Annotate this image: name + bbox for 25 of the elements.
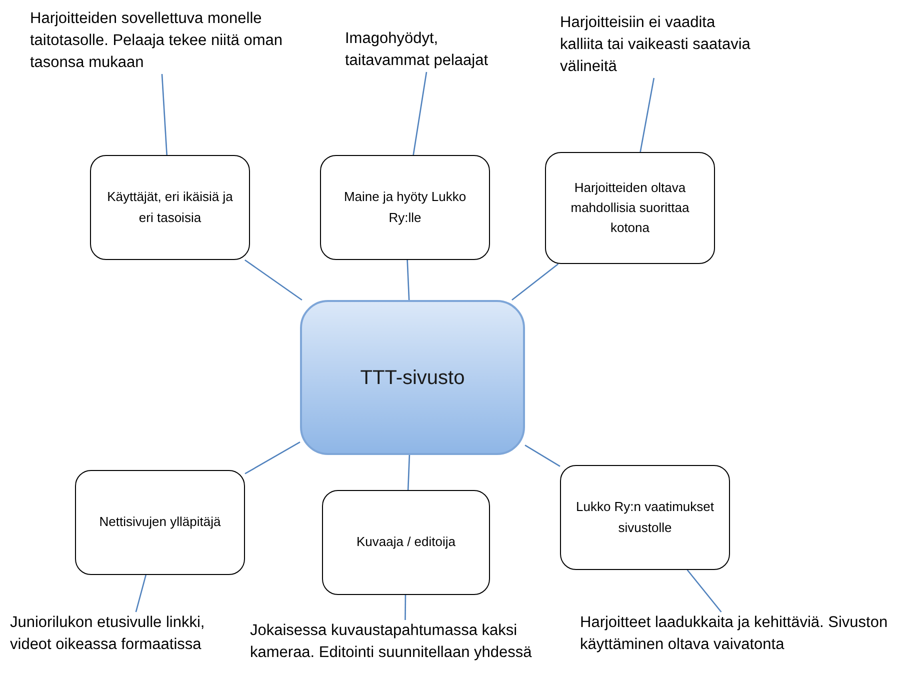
note-text: Harjoitteisiin ei vaadita kalliita tai vaikeasti saatavia välineitä — [560, 12, 760, 78]
connector-line — [524, 444, 560, 467]
connector-line — [640, 78, 655, 152]
connector-line — [406, 260, 410, 300]
connector-line — [161, 74, 168, 156]
topic-box: Harjoitteiden oltava mahdollisia suorittaa kotona — [545, 152, 715, 264]
note-text: Imagohyödyt, taitavammat pelaajat — [345, 28, 515, 72]
connector-line — [512, 263, 559, 301]
connector-line — [244, 442, 300, 474]
note-text: Harjoitteiden sovellettuva monelle taitotasolle. Pelaaja tekee niitä oman tasonsa mukaan — [30, 8, 290, 74]
connector-line — [135, 574, 146, 612]
topic-box: Käyttäjät, eri ikäisiä ja eri tasoisia — [90, 155, 250, 260]
note-text: Harjoitteet laadukkaita ja kehittäviä. Sivuston käyttäminen oltava vaivatonta — [580, 612, 898, 656]
topic-box: Nettisivujen ylläpitäjä — [75, 470, 245, 575]
topic-box: Maine ja hyöty Lukko Ry:lle — [320, 155, 490, 260]
connector-line — [404, 595, 406, 620]
note-text: Juniorilukon etusivulle linkki, videot oikeassa formaatissa — [10, 612, 250, 656]
connector-line — [407, 454, 410, 490]
note-text: Jokaisessa kuvaustapahtumassa kaksi kameraa. Editointi suunnitellaan yhdessä — [250, 620, 560, 664]
topic-box: Lukko Ry:n vaatimukset sivustolle — [560, 465, 730, 570]
central-topic-box: TTT-sivusto — [300, 300, 525, 455]
topic-box: Kuvaaja / editoija — [322, 490, 490, 595]
connector-line — [686, 570, 722, 612]
connector-line — [412, 72, 428, 156]
connector-line — [244, 259, 302, 301]
